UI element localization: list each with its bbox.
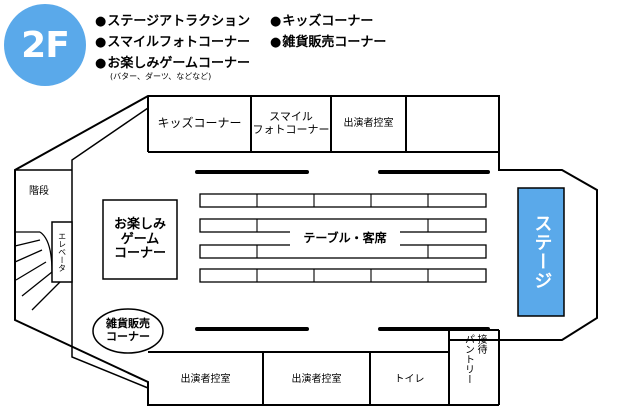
floor-badge: 2F <box>4 4 86 86</box>
room-stairs: 階段 <box>29 186 49 198</box>
room-pantry: 接待 パントリー <box>452 334 496 402</box>
room-smile-photo-line1: スマイル <box>269 110 313 124</box>
stage-box <box>517 187 565 317</box>
goods-corner-ellipse <box>92 308 164 354</box>
game-corner-box <box>102 199 178 280</box>
legend-item-goods-sale: 雑貨販売コーナー <box>270 36 386 49</box>
elevator-box <box>51 221 73 283</box>
legend-item-game-corner: お楽しみゲームコーナー <box>95 57 250 70</box>
room-toilet: トイレ <box>394 374 425 386</box>
room-smile-photo-line2: フォトコーナー <box>252 123 330 136</box>
legend-item-kids-corner: キッズコーナー <box>270 15 373 28</box>
room-green-room-bottom-1: 出演者控室 <box>180 374 231 386</box>
legend-item-smile-photo: スマイルフォトコーナー <box>95 36 250 49</box>
table-rows <box>199 193 487 283</box>
room-game-corner: お楽しみ ゲーム コーナー <box>103 205 177 275</box>
legend-note: (バター、ダーツ、などなど) <box>110 72 212 81</box>
room-game-corner-line1: お楽しみ <box>113 216 166 232</box>
room-green-room-bottom-2: 出演者控室 <box>291 374 342 386</box>
room-game-corner-line2: ゲーム <box>120 231 160 247</box>
room-smile-photo: スマイル フォトコーナー <box>251 104 331 144</box>
room-stage: ステージ <box>531 214 553 290</box>
room-goods-corner-line1: 雑貨販売 <box>106 317 150 331</box>
room-green-room-top: 出演者控室 <box>343 118 394 130</box>
room-pantry-col1: 接待 <box>475 334 486 354</box>
room-elevator: エレベータ <box>57 232 67 272</box>
legend-item-stage-attraction: ステージアトラクション <box>95 15 250 28</box>
room-goods-corner-line2: コーナー <box>106 330 150 343</box>
room-kids-corner: キッズコーナー <box>157 116 242 131</box>
room-goods-corner: 雑貨販売 コーナー <box>93 313 163 349</box>
room-pantry-col2: パントリー <box>462 334 474 384</box>
room-game-corner-line3: コーナー <box>113 246 166 262</box>
area-tables: テーブル・客席 <box>290 231 400 247</box>
